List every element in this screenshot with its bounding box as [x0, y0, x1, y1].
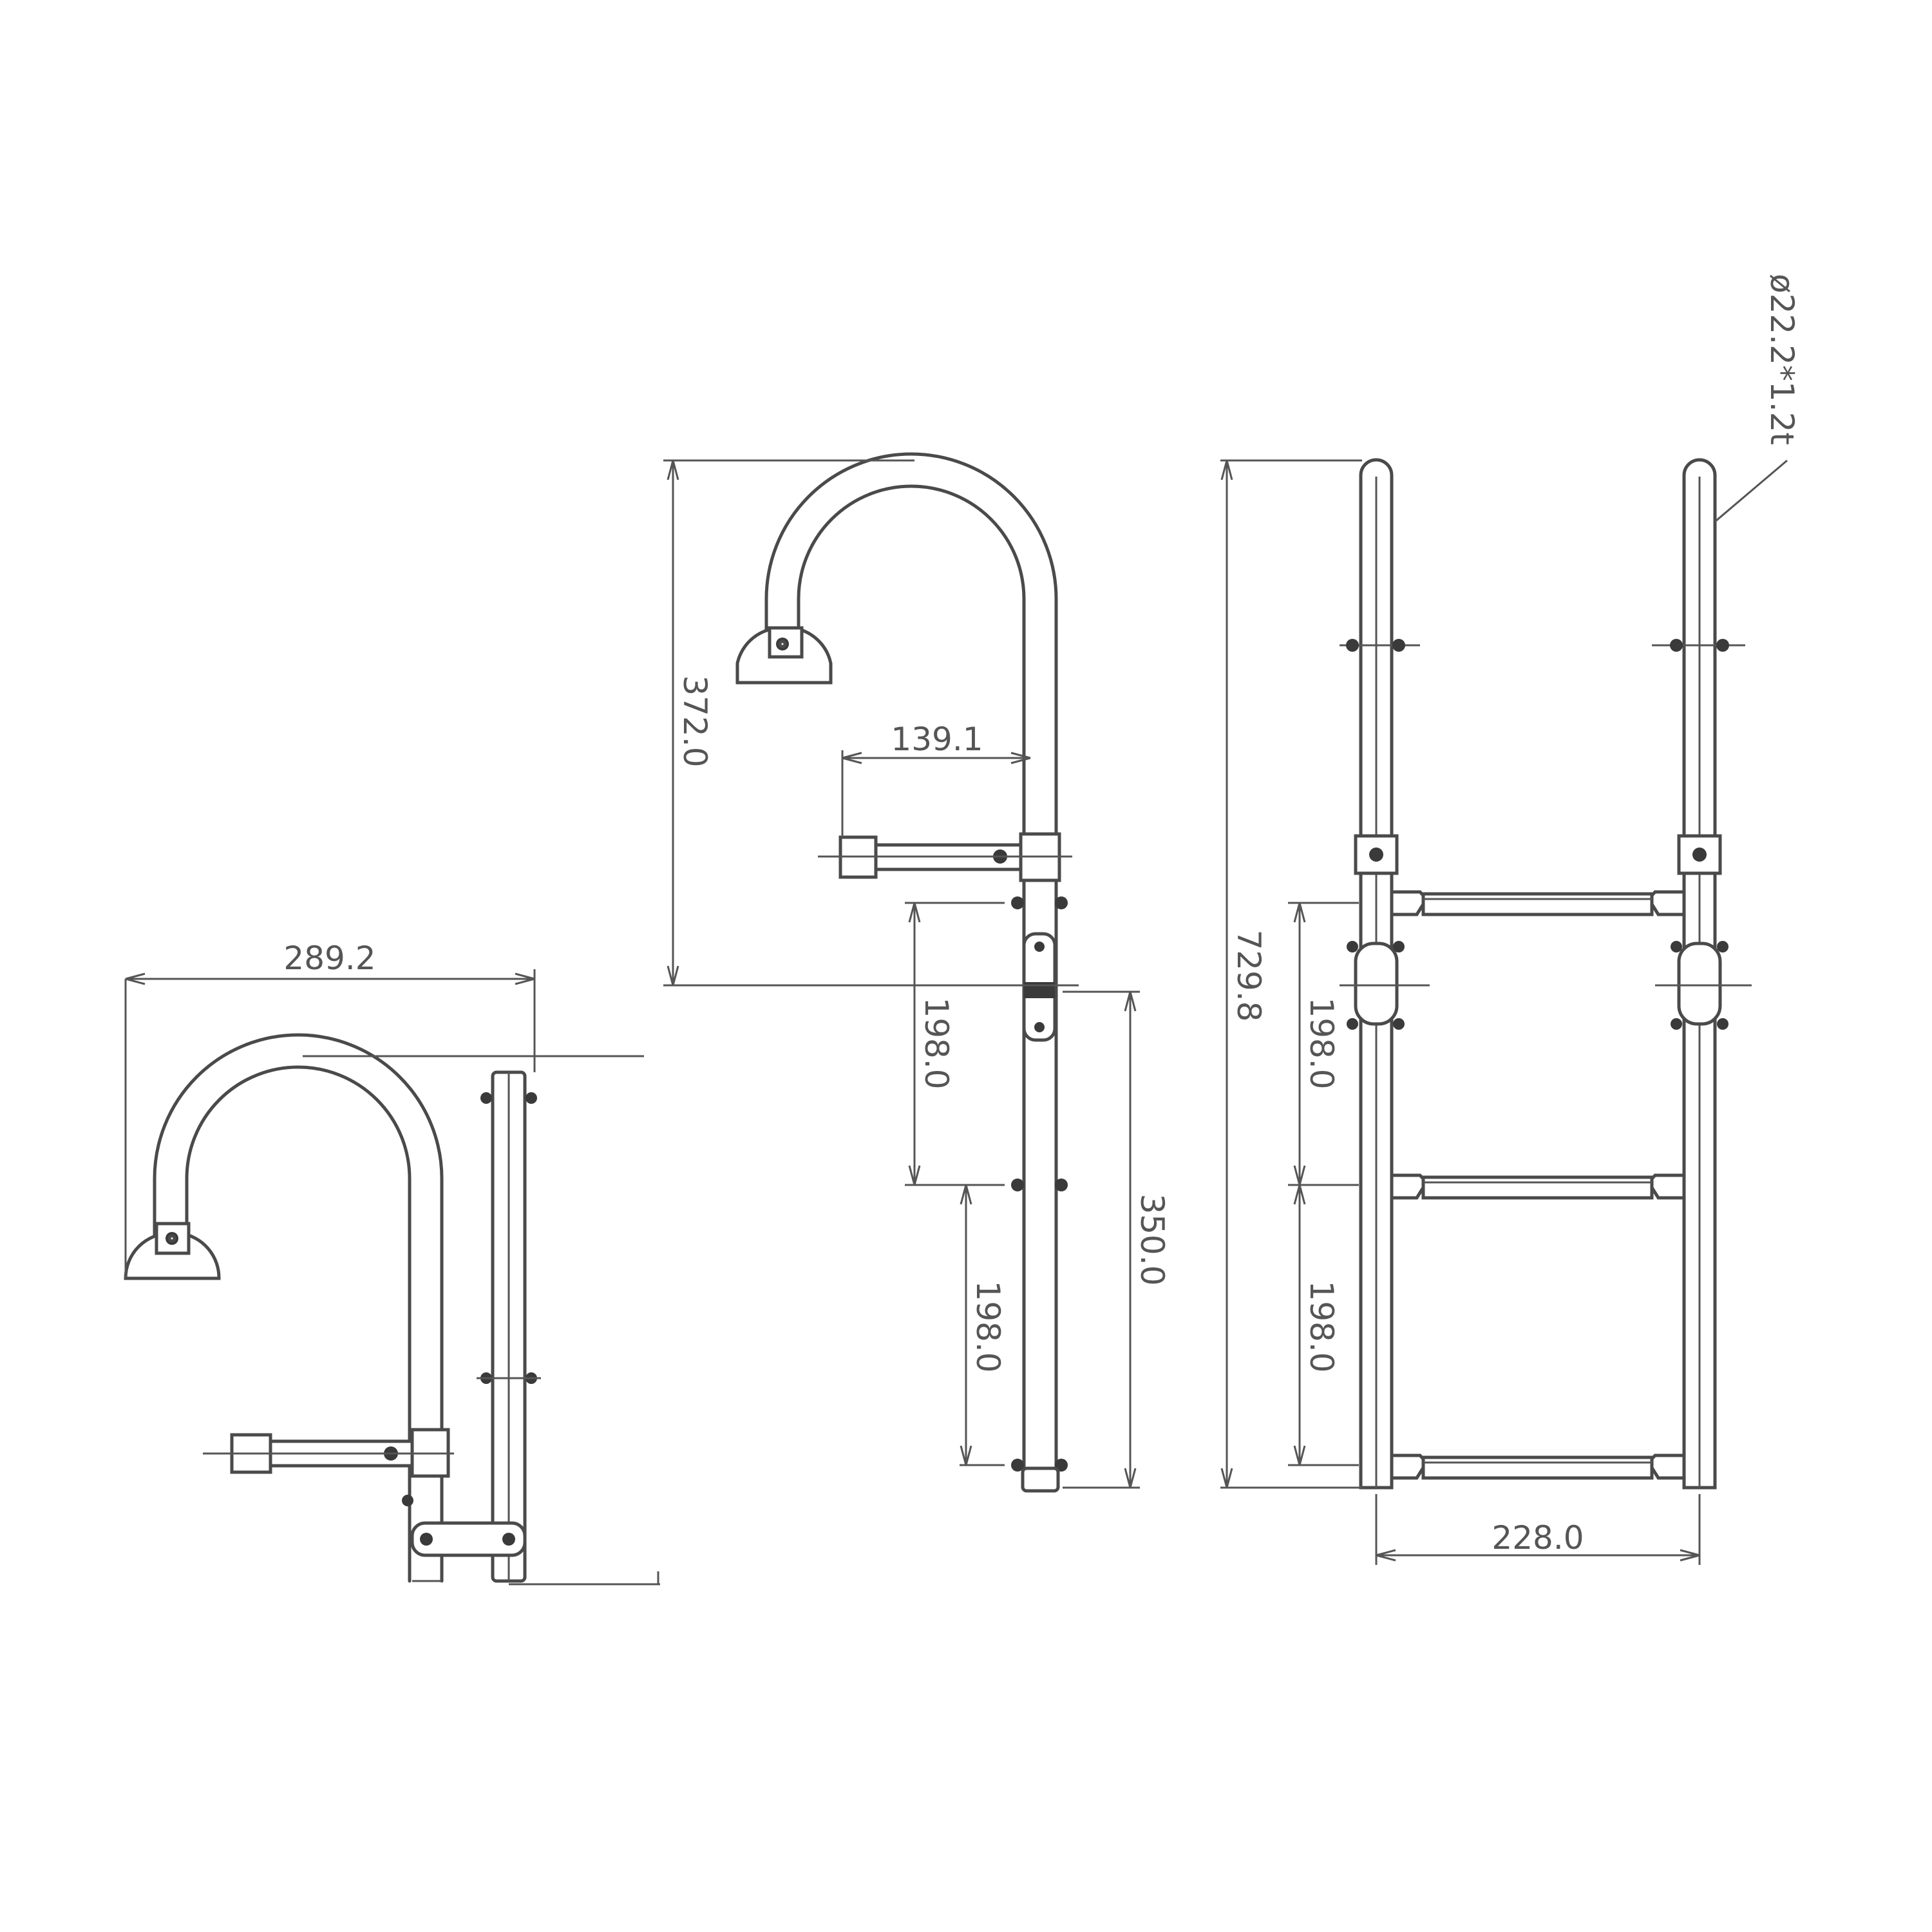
folded-hinge-bolt-2 — [502, 1533, 515, 1546]
dim-label-198-front-lower: 198.0 — [1303, 1280, 1340, 1372]
dim-label-350: 350.0 — [1133, 1193, 1171, 1285]
folded-hinge-bolt-1 — [420, 1533, 433, 1546]
folded-side-view: 289.2 — [124, 940, 660, 1586]
dim-label-198-front-upper: 198.0 — [1303, 997, 1340, 1089]
side-elevation-view: 372.0 139.1 198.0 198.0 350.0 — [663, 452, 1171, 1493]
tube-spec-leader — [1714, 459, 1788, 523]
folded-hook-tube-inner — [185, 1065, 412, 1583]
side-hook-tube-inner — [797, 484, 1026, 1490]
front-view: 729.8 198.0 198.0 228.0 ø22.2*1.2t — [1220, 274, 1801, 1565]
folded-rail-bolt-2 — [526, 1092, 537, 1104]
front-right-hinge — [1677, 942, 1722, 1026]
side-hook-tube-outer — [764, 452, 1058, 1490]
front-step-1 — [1390, 890, 1686, 916]
folded-hook-tube-outer — [153, 1033, 444, 1583]
dim-label-139: 139.1 — [891, 721, 983, 758]
folded-rail-bolt-1 — [480, 1092, 492, 1104]
dim-label-289: 289.2 — [283, 940, 375, 977]
tube-spec-label: ø22.2*1.2t — [1763, 274, 1801, 445]
front-step-3 — [1390, 1454, 1686, 1480]
dim-label-228: 228.0 — [1492, 1519, 1584, 1557]
dim-label-729: 729.8 — [1230, 929, 1267, 1021]
folded-hinge-bracket — [410, 1521, 527, 1557]
front-step-2 — [1390, 1173, 1686, 1200]
dim-label-372: 372.0 — [676, 675, 714, 767]
dim-label-198-side-upper: 198.0 — [918, 997, 955, 1089]
front-left-hinge — [1354, 942, 1399, 1026]
dim-label-198-side-lower: 198.0 — [969, 1280, 1007, 1372]
